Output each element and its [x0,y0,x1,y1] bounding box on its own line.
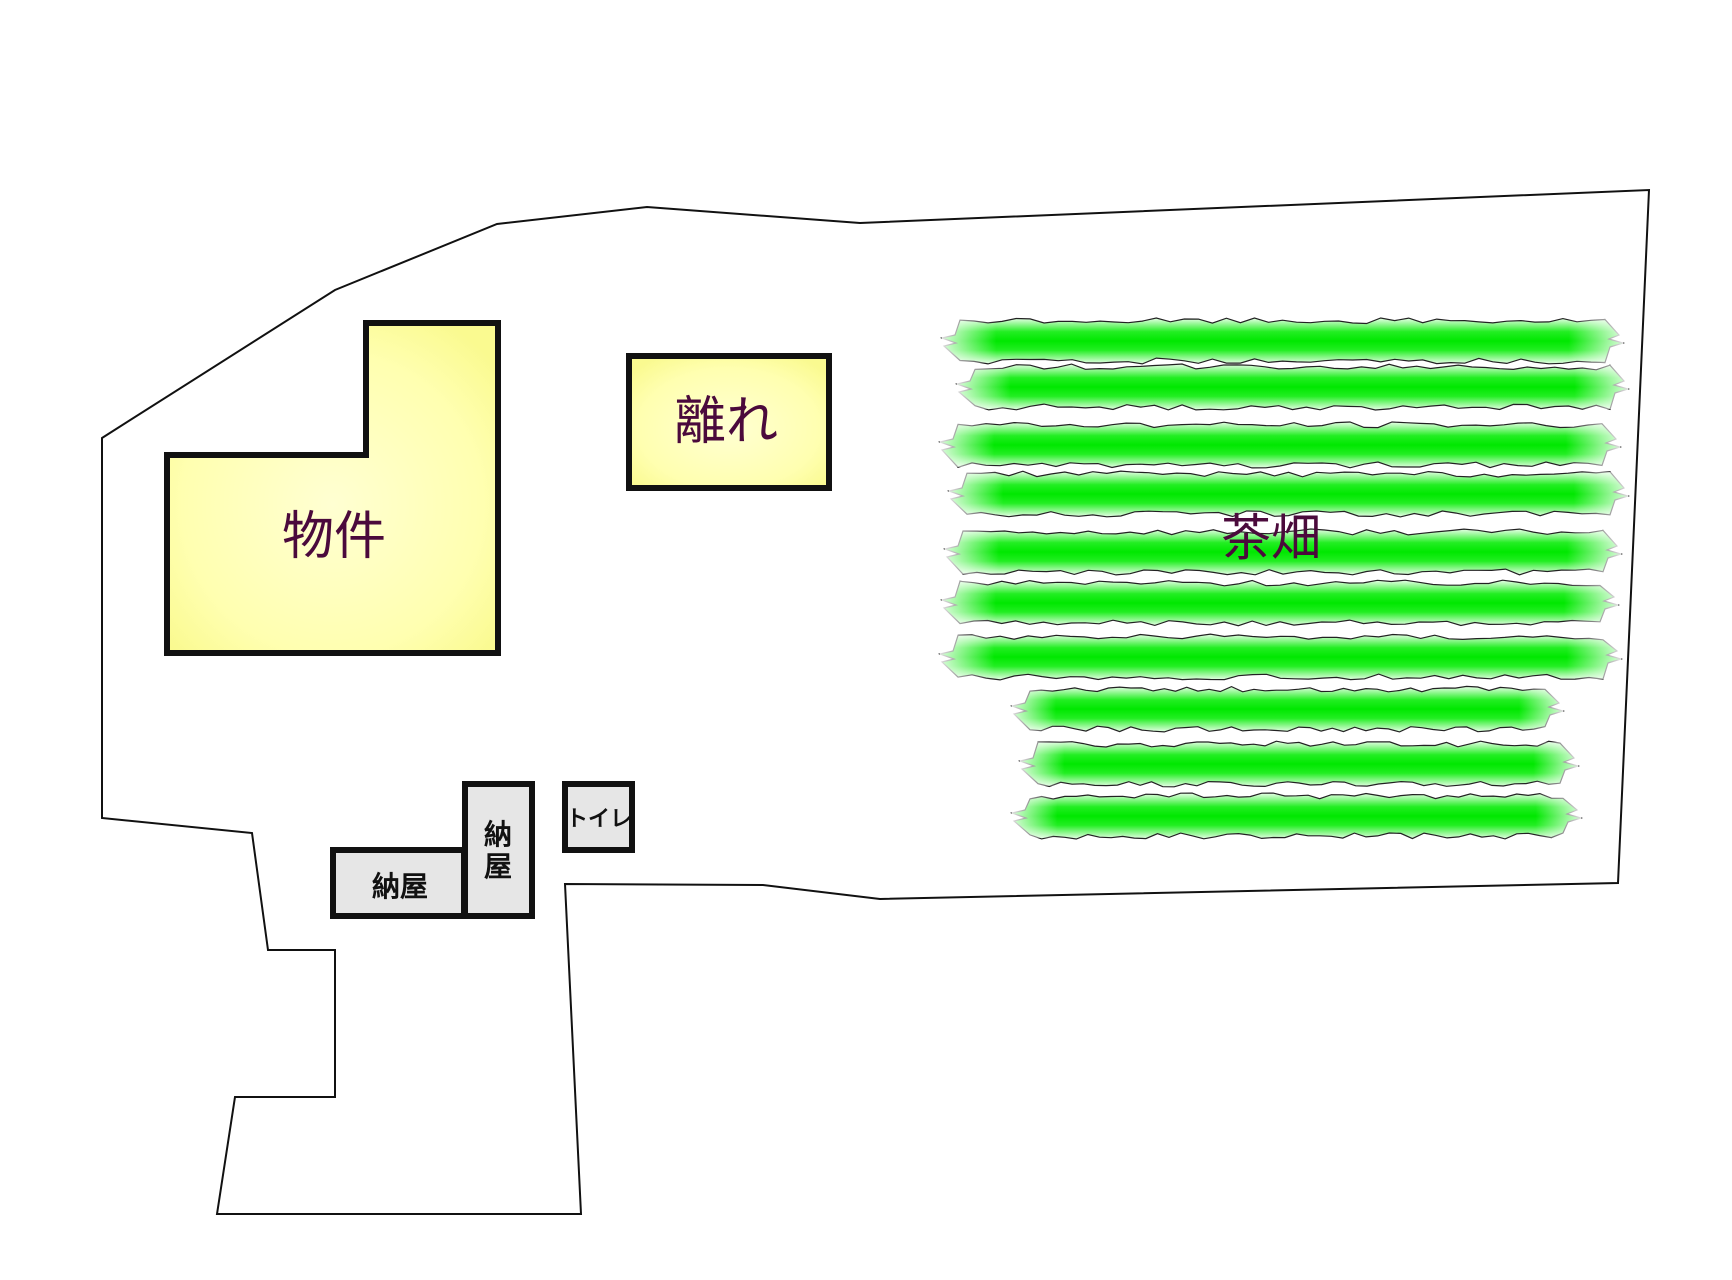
toilet-label: トイレ [566,807,632,832]
tea-field [937,317,1631,840]
annex-building [626,353,832,491]
storage-shed-vertical [462,781,535,919]
toilet-building [562,781,635,853]
storage-shed-vertical-label-2: 屋 [484,850,512,883]
tea-row-fade [940,635,1621,679]
tea-row-fade [1020,742,1578,786]
tea-row-fade [949,472,1628,516]
storage-shed-vertical-label-1: 納 [484,818,512,851]
storage-shed-horizontal-label: 納屋 [372,870,428,903]
tea-row-fade [942,581,1618,625]
tea-row-fade [1012,794,1581,838]
main-house-building [164,320,501,656]
tea-row-fade [942,319,1623,363]
tea-row-fade [957,365,1628,409]
main-house-label: 物件 [282,507,386,567]
annex-label: 離れ [674,392,778,452]
tea-row-fade [1012,687,1563,731]
tea-field-label: 茶畑 [1221,509,1321,567]
tea-row-fade [940,423,1620,467]
tea-row-fade [945,530,1621,574]
